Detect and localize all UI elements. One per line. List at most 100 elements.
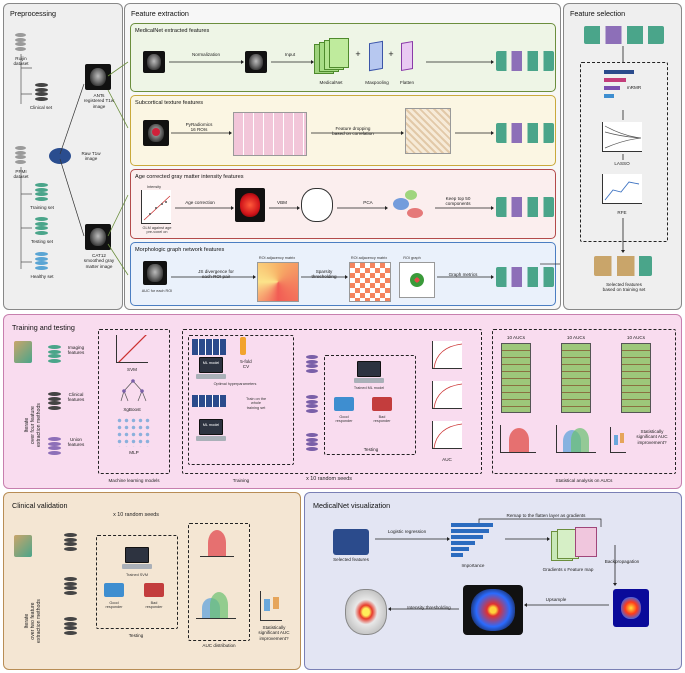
- training-set-icon: [35, 183, 48, 201]
- medicalnet-arrows: [169, 60, 494, 64]
- medicalnet-layer-label: MedicalNet: [319, 80, 343, 85]
- auc-label: AUC: [442, 457, 452, 462]
- medicalnet-title: MedicalNet extracted features: [135, 28, 210, 34]
- age-regression-plot: [141, 190, 171, 224]
- clinical-db-3: [64, 617, 77, 635]
- maxpooling-label: Maxpooling: [365, 80, 389, 85]
- subcortical-title: Subcortical texture features: [135, 100, 204, 106]
- ants-label: ANTs registered T1w image: [83, 93, 115, 109]
- pca-scatter: [389, 186, 429, 224]
- medicalnet-box: MedicalNet extracted features Normalizat…: [130, 23, 556, 92]
- bad-responder-icon: [372, 397, 392, 411]
- training-set-label: Training set: [30, 205, 54, 210]
- adjacency-matrix-1: [257, 262, 299, 302]
- roi-graph-image: [399, 262, 435, 298]
- union-features-db: [48, 437, 61, 455]
- aucs-label-2: 10 AUCs: [566, 335, 586, 340]
- clinical-significant-label: Statistically significant AUC improvemen…: [258, 625, 290, 641]
- visualization-title: MedicalNet visualization: [313, 501, 391, 510]
- vbm-glass-brain: [301, 188, 333, 222]
- roi-graph-label: ROI graph: [403, 256, 421, 260]
- subcortical-box: Subcortical texture features PyRadiomics…: [130, 95, 556, 166]
- graph-arrows: [171, 275, 494, 279]
- vbm-label: VBM: [277, 200, 287, 205]
- clinical-boxplot: [260, 591, 282, 621]
- age-corrected-brain: [235, 188, 265, 222]
- clinical-good-icon: [104, 583, 124, 597]
- ml-model-label-1: ML model: [202, 361, 220, 365]
- feature-selection-title: Feature selection: [570, 9, 626, 18]
- clinical-bad-label: Bad responder: [145, 601, 163, 610]
- ppmi-database-icon: [15, 146, 26, 164]
- gradcam-heatmap: [613, 589, 649, 627]
- lasso-path-plot: [602, 122, 642, 152]
- logistic-regression-label: Logistic regression: [387, 529, 427, 534]
- mrmr-bar-chart: [604, 68, 638, 108]
- healthy-set-icon: [35, 252, 48, 270]
- bad-responder-label: Bad responder: [373, 415, 391, 424]
- selected-features-label: Selected features based on training set: [602, 282, 646, 293]
- training-folds: [192, 339, 226, 355]
- backpropagation-label: Backpropagation: [604, 559, 640, 564]
- selection-pipeline-box: [580, 62, 668, 242]
- gradients-label: Gradients x Feature map: [542, 567, 594, 572]
- clinical-good-label: Good responder: [105, 601, 123, 610]
- graph-metrics-label: Graph metrics: [448, 272, 478, 277]
- clinical-db-2: [64, 577, 77, 595]
- importance-label: Importance: [461, 563, 485, 568]
- feature-map-stack: [551, 527, 601, 563]
- upsample-label: Upsample: [545, 597, 567, 602]
- medicalnet-input-brain: [143, 51, 165, 73]
- feature-selection-arrows: [621, 46, 625, 253]
- age-correction-label: Age correction: [185, 200, 215, 205]
- input-label: Input: [284, 52, 296, 57]
- auc-distribution-1: [500, 425, 536, 453]
- cv-cylinder: [240, 337, 246, 355]
- intensity-axis-label: Intensity: [146, 185, 162, 189]
- selected-features-icons: [594, 256, 652, 276]
- selected-features-hand-icon: [333, 529, 369, 555]
- visualization-arrows: [375, 518, 617, 611]
- auc-bands-3: [621, 343, 651, 413]
- age-corrected-box: Age corrected gray matter intensity feat…: [130, 169, 556, 239]
- testing-set-icon: [35, 217, 48, 235]
- correlation-matrix: [405, 108, 451, 154]
- optimal-hyperparameters-label: Optimal hyperparameters: [213, 382, 257, 386]
- auc-bands-2: [561, 343, 591, 413]
- statistical-analysis-box: [492, 329, 676, 474]
- subcortical-output-dbs: [496, 123, 554, 143]
- mrmr-label: mRMR: [626, 85, 642, 90]
- clinical-features-db: [48, 392, 61, 410]
- training-laptop-1: [196, 357, 226, 379]
- auc-boxplot: [610, 427, 626, 453]
- plus-sign-2: +: [388, 49, 394, 59]
- adjacency-matrix-label-1: ROI adjacency matrix: [258, 256, 296, 260]
- feature-selection-input-dbs: [584, 26, 664, 44]
- normalization-label: Normalization: [191, 52, 221, 57]
- medicalnet-layers: [314, 38, 352, 78]
- ruijin-database-icon: [15, 33, 26, 51]
- trained-ml-model-label: Trained ML model: [353, 386, 385, 390]
- auc-curve-2: [432, 381, 463, 409]
- testing-label: Testing: [363, 447, 379, 452]
- training-laptop-2: [196, 419, 226, 441]
- aucs-label-1: 10 AUCs: [506, 335, 526, 340]
- thresholded-brain: [345, 589, 387, 635]
- clinical-bad-icon: [144, 583, 164, 597]
- age-corrected-title: Age corrected gray matter intensity feat…: [135, 174, 244, 180]
- adjacency-matrix-label-2: ROI adjacency matrix: [350, 256, 388, 260]
- overlay-brain: [463, 585, 523, 635]
- cat12-label: CAT12 smoothed gray matter image: [83, 253, 115, 269]
- graph-network-title: Morphologic graph network features: [135, 247, 225, 253]
- selected-features-viz-label: Selected features: [333, 557, 369, 562]
- svm-icon: [116, 335, 148, 363]
- ml-model-label-2: ML model: [202, 423, 220, 427]
- lasso-label: LASSO: [614, 161, 630, 166]
- ants-brain-image: [85, 64, 111, 90]
- auc-distribution-2: [556, 425, 596, 453]
- age-arrows: [175, 206, 494, 210]
- normalized-brain: [245, 51, 267, 73]
- clinical-random-seeds-label: x 10 random seeds: [113, 512, 159, 518]
- rfe-plot: [602, 174, 642, 204]
- auc-curve-3: [432, 421, 463, 449]
